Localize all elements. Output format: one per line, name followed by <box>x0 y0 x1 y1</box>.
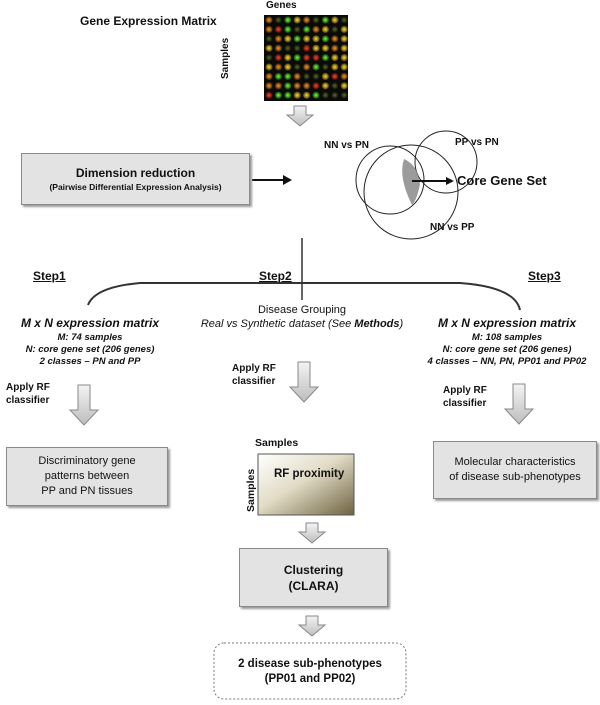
step3-heading: Step3 <box>528 269 561 283</box>
step-bracket <box>87 238 521 311</box>
genes-label: Genes <box>266 0 297 11</box>
step2-grouping-info: Disease Grouping Real vs Synthetic datas… <box>190 304 414 330</box>
sub-phenotypes-box <box>213 642 407 700</box>
dimension-reduction-subtitle: (Pairwise Differential Expression Analys… <box>49 182 222 192</box>
sub-phenotypes-line1: 2 disease sub-phenotypes <box>238 658 382 670</box>
step3-matrix-info: M x N expression matrix M: 108 samples N… <box>412 316 600 367</box>
dimension-reduction-box: Dimension reduction (Pairwise Differenti… <box>21 153 250 205</box>
venn-label-nn-pn: NN vs PN <box>324 140 370 151</box>
dimension-reduction-title: Dimension reduction <box>75 166 196 180</box>
rf-proximity-matrix <box>257 453 355 516</box>
step2-apply-rf: Apply RF classifier <box>232 362 276 388</box>
sub-phenotypes-text: 2 disease sub-phenotypes (PP01 and PP02) <box>214 657 406 687</box>
rf-proximity-label: RF proximity <box>274 468 345 480</box>
clustering-title: Clustering <box>283 562 344 577</box>
step1-apply-rf: Apply RF classifier <box>6 381 50 407</box>
down-arrow-step1 <box>68 384 100 426</box>
step3-matrix-title: M x N expression matrix <box>437 316 577 330</box>
step3-result-line1: Molecular characteristics <box>454 456 576 468</box>
step3-result-line2: of disease sub-phenotypes <box>449 471 581 483</box>
step1-apply-rf-line2: classifier <box>6 395 50 406</box>
step2-real-vs-synthetic: Real vs Synthetic dataset (See Methods) <box>190 318 414 330</box>
step3-m-samples: M: 108 samples <box>471 332 543 343</box>
matrix-title: Gene Expression Matrix <box>80 14 217 28</box>
step1-heading: Step1 <box>33 269 66 283</box>
down-arrow-1 <box>285 105 315 127</box>
step2-close-paren: ) <box>399 318 404 330</box>
step1-apply-rf-line1: Apply RF <box>6 382 50 393</box>
step3-classes: 4 classes – NN, PN, PP01 and PP02 <box>427 356 587 367</box>
step1-result-line1: Discriminatory gene <box>38 455 136 467</box>
step3-result-box: Molecular characteristics of disease sub… <box>433 441 597 499</box>
proximity-samples-side: Samples <box>245 468 257 512</box>
step2-apply-rf-line2: classifier <box>232 376 276 387</box>
venn-label-nn-pp: NN vs PP <box>430 222 475 233</box>
right-arrow <box>252 175 292 185</box>
microarray-image <box>264 15 348 101</box>
venn-label-pp-pn: PP vs PN <box>455 137 499 148</box>
clustering-method: (CLARA) <box>288 578 339 593</box>
proximity-samples-top: Samples <box>255 437 299 449</box>
core-gene-set-label: Core Gene Set <box>457 173 547 188</box>
sub-phenotypes-line2: (PP01 and PP02) <box>264 673 356 685</box>
step1-classes: 2 classes – PN and PP <box>39 356 141 367</box>
down-arrow-step2 <box>288 361 320 403</box>
down-arrow-step3 <box>503 383 535 425</box>
down-arrow-proximity <box>297 522 327 544</box>
step1-matrix-info: M x N expression matrix M: 74 samples N:… <box>0 316 180 367</box>
step2-grouping: Disease Grouping <box>257 304 347 316</box>
step1-n-genes: N: core gene set (206 genes) <box>25 344 155 355</box>
step2-methods-link: Methods <box>354 318 400 330</box>
step2-heading: Step2 <box>259 269 292 283</box>
samples-label-vertical: Samples <box>220 37 231 79</box>
step2-apply-rf-line1: Apply RF <box>232 363 276 374</box>
step2-real-vs-text: Real vs Synthetic dataset (See <box>200 318 355 330</box>
step1-result-line3: PP and PN tissues <box>41 485 133 497</box>
step1-matrix-title: M x N expression matrix <box>20 316 160 330</box>
step3-apply-rf: Apply RF classifier <box>443 384 487 410</box>
clustering-box: Clustering (CLARA) <box>239 548 388 607</box>
venn-diagram <box>355 130 478 240</box>
down-arrow-clustering <box>297 615 327 637</box>
step3-n-genes: N: core gene set (206 genes) <box>442 344 572 355</box>
step1-result-line2: patterns between <box>44 470 130 482</box>
step1-m-samples: M: 74 samples <box>57 332 123 343</box>
step3-apply-rf-line2: classifier <box>443 398 487 409</box>
step3-apply-rf-line1: Apply RF <box>443 385 487 396</box>
step1-result-box: Discriminatory gene patterns between PP … <box>6 447 168 506</box>
